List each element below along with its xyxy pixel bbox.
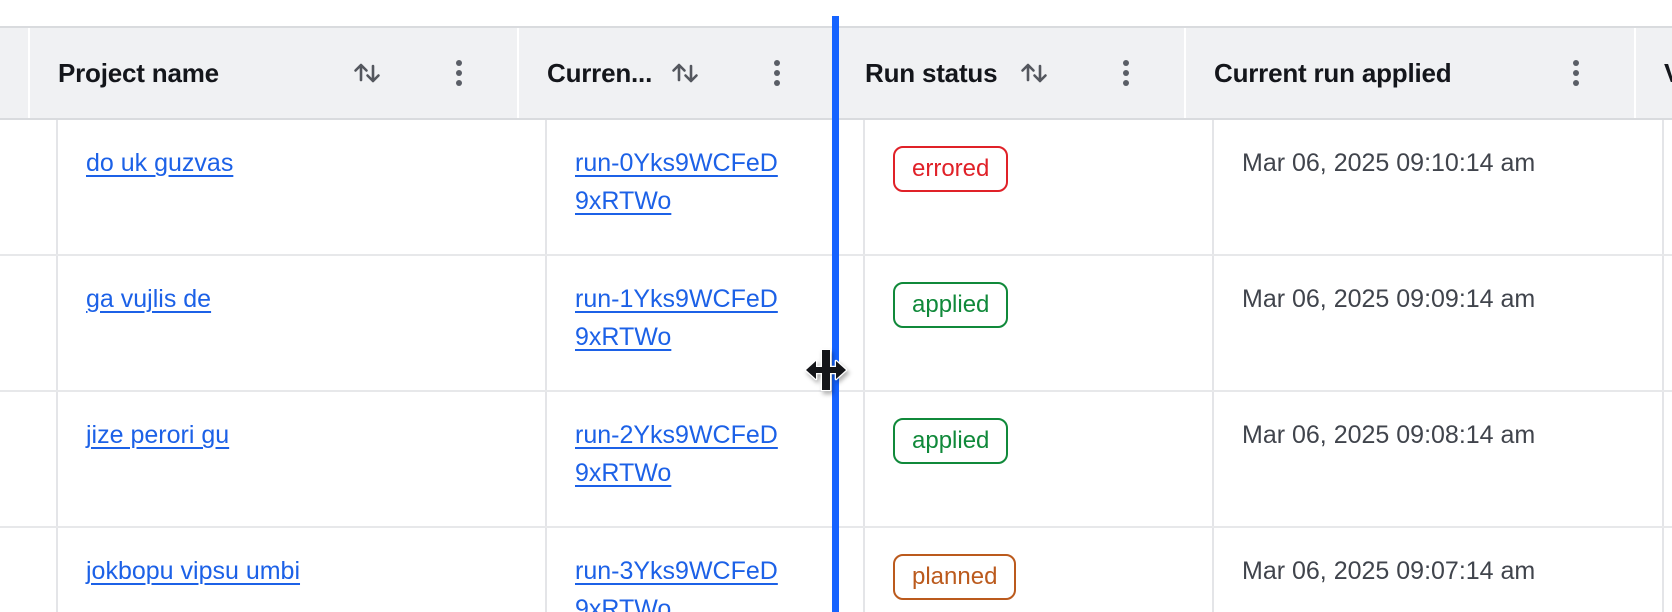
next-column-partial-cell: e <box>1662 392 1672 526</box>
sort-icon[interactable] <box>1018 57 1050 89</box>
run-id-link[interactable]: run-3Yks9WCFeD9xRTWo <box>575 557 778 612</box>
applied-timestamp: Mar 06, 2025 09:07:14 am <box>1242 557 1536 585</box>
header-project-name[interactable]: Project name <box>30 28 517 118</box>
project-link[interactable]: ga vujlis de <box>86 285 212 313</box>
run-status-badge: applied <box>893 282 1009 328</box>
run-status-badge: applied <box>893 418 1009 464</box>
table-body: do uk guzvas run-0Yks9WCFeD9xRTWo errore… <box>0 120 1672 612</box>
header-stub-cell <box>0 28 30 118</box>
run-id-link[interactable]: run-1Yks9WCFeD9xRTWo <box>575 285 778 351</box>
run-status-cell: applied <box>863 392 1212 526</box>
current-run-cell: run-1Yks9WCFeD9xRTWo <box>545 256 863 390</box>
kebab-menu-icon[interactable] <box>1570 58 1582 88</box>
run-status-cell: applied <box>863 256 1212 390</box>
row-stub-cell <box>0 120 58 254</box>
current-run-cell: run-0Yks9WCFeD9xRTWo <box>545 120 863 254</box>
run-status-cell: errored <box>863 120 1212 254</box>
data-table: Project name Curre <box>0 26 1672 612</box>
header-run-status[interactable]: Run status <box>835 28 1184 118</box>
kebab-menu-icon[interactable] <box>771 58 783 88</box>
header-next-column-partial: V <box>1634 28 1672 118</box>
run-id-link[interactable]: run-0Yks9WCFeD9xRTWo <box>575 149 778 215</box>
current-run-cell: run-2Yks9WCFeD9xRTWo <box>545 392 863 526</box>
project-name-cell: jokbopu vipsu umbi <box>58 528 545 612</box>
applied-timestamp: Mar 06, 2025 09:09:14 am <box>1242 285 1536 313</box>
kebab-menu-icon[interactable] <box>1120 58 1132 88</box>
project-name-cell: ga vujlis de <box>58 256 545 390</box>
applied-timestamp: Mar 06, 2025 09:10:14 am <box>1242 149 1536 177</box>
row-stub-cell <box>0 256 58 390</box>
run-status-badge: errored <box>893 146 1009 192</box>
current-run-applied-cell: Mar 06, 2025 09:07:14 am <box>1212 528 1662 612</box>
sort-icon[interactable] <box>669 57 701 89</box>
run-id-link[interactable]: run-2Yks9WCFeD9xRTWo <box>575 421 778 487</box>
col-resize-cursor-icon <box>804 348 848 392</box>
header-current-run-applied: Current run applied <box>1184 28 1634 118</box>
column-label: Curren... <box>547 57 653 88</box>
sort-icon[interactable] <box>351 57 383 89</box>
project-link[interactable]: jize perori gu <box>86 421 230 449</box>
current-run-applied-cell: Mar 06, 2025 09:09:14 am <box>1212 256 1662 390</box>
next-column-partial-cell: e <box>1662 256 1672 390</box>
column-label: Run status <box>865 57 998 88</box>
project-link[interactable]: jokbopu vipsu umbi <box>86 557 301 585</box>
kebab-menu-icon[interactable] <box>453 58 465 88</box>
project-name-cell: jize perori gu <box>58 392 545 526</box>
column-resize-indicator[interactable] <box>832 16 839 612</box>
run-status-cell: planned <box>863 528 1212 612</box>
project-link[interactable]: do uk guzvas <box>86 149 234 177</box>
next-column-partial-cell: e <box>1662 528 1672 612</box>
current-run-cell: run-3Yks9WCFeD9xRTWo <box>545 528 863 612</box>
column-label: Project name <box>58 57 219 88</box>
column-label: V <box>1664 58 1672 89</box>
row-stub-cell <box>0 392 58 526</box>
header-current-run[interactable]: Curren... <box>517 28 835 118</box>
row-stub-cell <box>0 528 58 612</box>
column-label: Current run applied <box>1214 57 1452 88</box>
current-run-applied-cell: Mar 06, 2025 09:08:14 am <box>1212 392 1662 526</box>
project-name-cell: do uk guzvas <box>58 120 545 254</box>
next-column-partial-cell: e <box>1662 120 1672 254</box>
applied-timestamp: Mar 06, 2025 09:08:14 am <box>1242 421 1536 449</box>
current-run-applied-cell: Mar 06, 2025 09:10:14 am <box>1212 120 1662 254</box>
run-status-badge: planned <box>893 554 1017 600</box>
